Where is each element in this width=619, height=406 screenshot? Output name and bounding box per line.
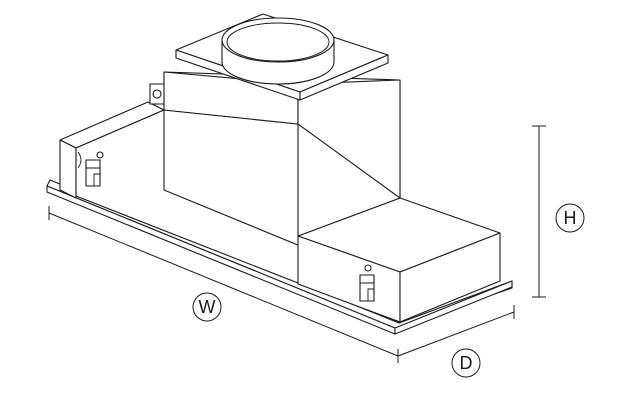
side-fitting — [149, 83, 165, 105]
left-mounting-clip — [77, 151, 104, 187]
width-label: W — [199, 297, 216, 317]
lower-housing — [59, 101, 501, 324]
round-duct-outlet — [221, 17, 335, 85]
bottom-flange-plate — [46, 179, 513, 335]
depth-dimension: D — [397, 305, 515, 378]
depth-label: D — [460, 353, 473, 373]
height-label: H — [564, 208, 577, 228]
right-mounting-clip — [359, 264, 375, 302]
height-dimension: H — [532, 125, 585, 298]
